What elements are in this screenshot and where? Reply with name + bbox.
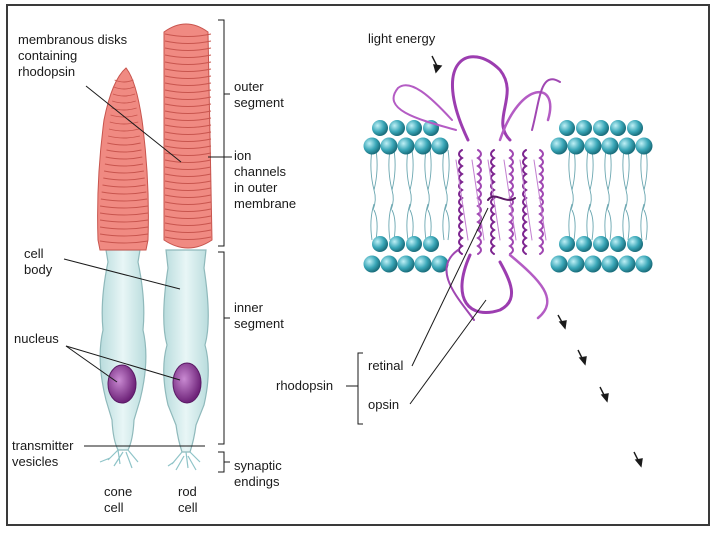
retinal-chromophore (487, 195, 516, 201)
segment-brackets (218, 19, 230, 473)
label-transmitter-vesicles: transmitter vesicles (12, 438, 74, 469)
label-cell-body: cell body (24, 246, 53, 277)
rod-synaptic-endings (167, 451, 201, 471)
label-rhodopsin: rhodopsin (276, 378, 334, 393)
label-opsin: opsin (368, 397, 400, 412)
label-retinal: retinal (368, 358, 404, 373)
faded-arrows (557, 314, 643, 468)
left-leader-lines (63, 85, 232, 447)
label-synaptic-endings: synaptic endings (234, 458, 282, 489)
rhodopsin-protein (392, 55, 561, 321)
cone-synaptic-endings (99, 449, 139, 469)
label-light-energy: light energy (368, 31, 436, 46)
label-inner-segment: inner segment (234, 300, 284, 331)
rod-inner-segment (163, 249, 209, 453)
label-cone-cell: cone cell (104, 484, 133, 515)
rod-outer-segment (163, 23, 213, 249)
label-nucleus: nucleus (14, 331, 59, 346)
lipid-bilayer (363, 120, 653, 273)
label-membranous-disks: membranous disks containing rhodopsin (18, 32, 128, 79)
label-rod-cell: rod cell (178, 484, 198, 515)
rod-membranous-disks (164, 33, 212, 240)
cone-inner-segment (99, 249, 147, 451)
rod-cell (163, 23, 213, 471)
cone-cell (97, 67, 149, 469)
light-energy-arrow (431, 55, 443, 74)
right-leader-lines (346, 207, 489, 425)
cone-nucleus (107, 364, 137, 404)
rod-nucleus (172, 362, 202, 404)
label-ion-channels: ion channels in outer membrane (234, 148, 297, 211)
label-outer-segment: outer segment (234, 79, 284, 110)
